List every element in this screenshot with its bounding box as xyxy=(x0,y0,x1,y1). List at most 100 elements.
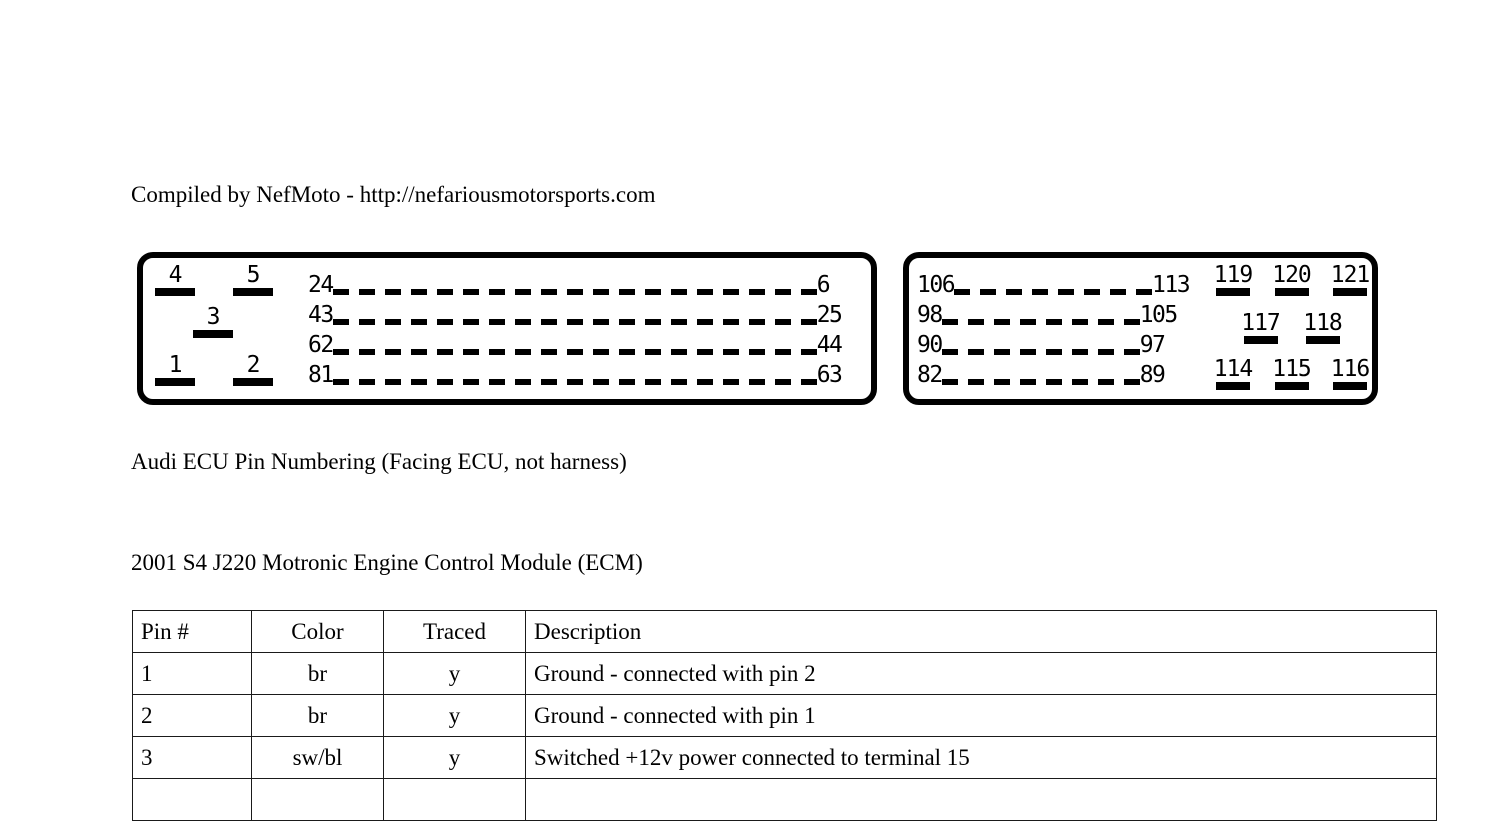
pin-contact xyxy=(993,378,1010,385)
pin-row-end-label: 113 xyxy=(1152,272,1191,298)
pin-contact xyxy=(488,348,505,355)
blade-terminal-row: 117 118 xyxy=(1209,312,1374,344)
pin-row-end-label: 25 xyxy=(816,302,843,328)
pin-contact xyxy=(1019,378,1036,385)
blade-terminal-5: 5 xyxy=(233,264,273,296)
blade-terminal-contact xyxy=(1333,288,1367,296)
cell-traced: y xyxy=(383,652,526,695)
blade-terminal-label: 120 xyxy=(1272,262,1312,288)
pin-row-start-label: 106 xyxy=(917,272,956,298)
pin-contact-strip xyxy=(332,378,817,385)
blade-terminal-contact xyxy=(233,378,273,386)
blade-terminal-contact xyxy=(1333,382,1367,390)
blade-terminal-label: 117 xyxy=(1241,310,1281,336)
pin-contact xyxy=(1123,348,1140,355)
pin-contact xyxy=(358,288,375,295)
pin-row-106-to-113: 106 113 xyxy=(917,274,1191,303)
pin-contact xyxy=(1019,318,1036,325)
pin-row-end-label: 63 xyxy=(816,362,843,388)
pin-contact xyxy=(618,318,635,325)
pin-contact xyxy=(410,288,427,295)
pin-contact xyxy=(967,318,984,325)
pin-contact xyxy=(800,348,817,355)
cell-pin: 3 xyxy=(132,736,252,779)
pin-contact xyxy=(332,318,349,325)
pin-contact xyxy=(993,318,1010,325)
pin-contact xyxy=(644,348,661,355)
pin-contact xyxy=(722,378,739,385)
blade-terminal-label: 118 xyxy=(1303,310,1343,336)
pin-contact xyxy=(566,378,583,385)
pin-contact xyxy=(384,378,401,385)
pin-row-81-to-63: 81 63 xyxy=(308,364,843,393)
pin-row-start-label: 43 xyxy=(308,302,334,328)
blade-terminal-117: 117 xyxy=(1237,312,1285,344)
blade-terminal-120: 120 xyxy=(1268,264,1316,296)
column-header-color: Color xyxy=(251,610,384,653)
pin-row-start-label: 90 xyxy=(917,332,943,358)
pin-contact xyxy=(1097,378,1114,385)
pin-contact xyxy=(774,288,791,295)
blade-terminal-row: 119 120 121 xyxy=(1209,264,1374,296)
pin-contact xyxy=(436,348,453,355)
blade-terminal-114: 114 xyxy=(1209,358,1257,390)
blade-terminal-3: 3 xyxy=(193,306,233,338)
blade-terminal-label: 4 xyxy=(168,262,183,288)
pin-contact xyxy=(592,378,609,385)
pin-contact xyxy=(980,288,997,295)
pin-contact xyxy=(436,378,453,385)
pin-contact xyxy=(488,288,505,295)
pin-row-end-label: 44 xyxy=(816,332,843,358)
pin-contact xyxy=(566,348,583,355)
pin-contact xyxy=(514,288,531,295)
pin-contact xyxy=(1097,348,1114,355)
pin-contact xyxy=(618,288,635,295)
pin-contact xyxy=(722,318,739,325)
pin-contact xyxy=(696,318,713,325)
pin-contact xyxy=(514,318,531,325)
pin-row-start-label: 81 xyxy=(308,362,334,388)
pin-row-end-label: 105 xyxy=(1139,302,1179,328)
blade-terminal-4: 4 xyxy=(155,264,195,296)
pin-contact xyxy=(1006,288,1023,295)
blade-terminal-119: 119 xyxy=(1209,264,1257,296)
blade-terminal-contact xyxy=(1305,336,1340,344)
pin-contact xyxy=(967,348,984,355)
blade-terminal-116: 116 xyxy=(1326,358,1374,390)
blade-terminal-contact xyxy=(1243,336,1278,344)
blade-terminal-label: 2 xyxy=(246,352,261,378)
pin-contact xyxy=(592,288,609,295)
pin-contact xyxy=(954,288,971,295)
cell-traced: y xyxy=(383,694,526,737)
pin-contact xyxy=(384,318,401,325)
cell-pin: 1 xyxy=(132,652,252,695)
blade-terminal-label: 115 xyxy=(1272,356,1312,382)
blade-terminal-contact xyxy=(155,378,195,386)
blade-terminal-label: 121 xyxy=(1330,262,1371,288)
pin-numbering-caption: Audi ECU Pin Numbering (Facing ECU, not … xyxy=(131,449,627,474)
pin-contact xyxy=(410,348,427,355)
blade-terminal-label: 5 xyxy=(246,262,261,288)
pin-contact xyxy=(1045,318,1062,325)
cell-description: Ground - connected with pin 1 xyxy=(525,694,1437,737)
pin-contact xyxy=(1032,288,1049,295)
blade-terminal-contact xyxy=(1216,382,1250,390)
pin-contact xyxy=(696,378,713,385)
pin-contact xyxy=(358,318,375,325)
blade-terminal-row: 114 115 116 xyxy=(1209,358,1374,390)
blade-terminal-label: 3 xyxy=(206,304,221,330)
cell-description: Switched +12v power connected to termina… xyxy=(525,736,1437,779)
pin-contact xyxy=(462,348,479,355)
pin-contact xyxy=(941,348,958,355)
pin-contact xyxy=(384,348,401,355)
pin-row-start-label: 24 xyxy=(308,272,334,298)
pin-contact xyxy=(358,348,375,355)
module-title-caption: 2001 S4 J220 Motronic Engine Control Mod… xyxy=(131,550,643,575)
blade-terminal-label: 1 xyxy=(168,352,183,378)
cell-description: Ground - connected with pin 2 xyxy=(525,652,1437,695)
